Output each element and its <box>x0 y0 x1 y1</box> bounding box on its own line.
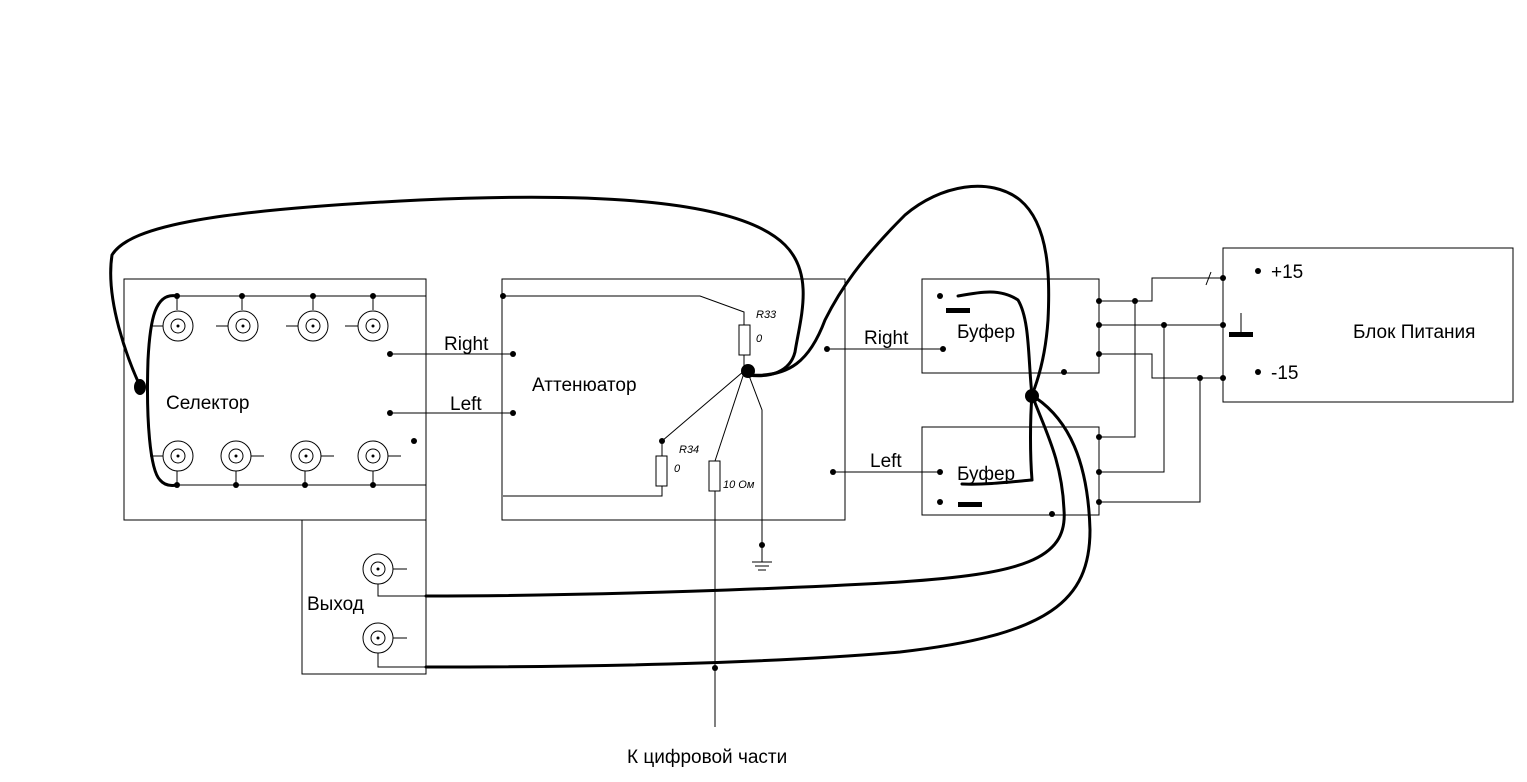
output-jack[interactable] <box>362 553 394 585</box>
power-supply-label: Блок Питания <box>1353 322 1475 343</box>
buffer-bottom-ground-bar <box>958 502 982 507</box>
r33-name: R33 <box>756 309 777 321</box>
output-jack[interactable] <box>362 622 394 654</box>
selector-block <box>123 278 427 521</box>
left-buffer-label: Left <box>870 451 902 472</box>
left-signal-label: Left <box>450 394 482 415</box>
selector-dots <box>174 293 417 488</box>
r33-value: 0 <box>756 333 763 345</box>
selector-label: Селектор <box>166 393 249 414</box>
right-buffer-label: Right <box>864 328 909 349</box>
selector-jack[interactable] <box>290 440 322 472</box>
power-minus-label: -15 <box>1271 363 1298 384</box>
buffer-top-ground-bar <box>946 308 970 313</box>
selector-jack[interactable] <box>227 310 259 342</box>
resistor-r33 <box>738 324 751 356</box>
r34-value: 0 <box>674 463 681 475</box>
selector-jack[interactable] <box>162 310 194 342</box>
shielded-cables <box>109 184 1092 669</box>
power-ground-bar <box>1229 332 1253 337</box>
resistor-r34 <box>655 455 668 487</box>
resistor-10-ohm <box>708 460 721 492</box>
r-ground-value: 10 Ом <box>723 479 755 491</box>
buffer-bottom-label: Буфер <box>957 464 1015 485</box>
power-wiring <box>1099 271 1223 503</box>
cable-junctions <box>134 364 1039 403</box>
attenuator-label: Аттенюатор <box>532 375 637 396</box>
output-label: Выход <box>307 594 364 615</box>
selector-jack[interactable] <box>297 310 329 342</box>
r34-name: R34 <box>679 444 699 456</box>
selector-jack[interactable] <box>357 440 389 472</box>
digital-part-label: К цифровой части <box>627 747 787 768</box>
selector-jack[interactable] <box>357 310 389 342</box>
right-signal-label: Right <box>444 334 489 355</box>
power-plus-label: +15 <box>1271 262 1303 283</box>
attenuator-block <box>501 278 846 521</box>
power-dots <box>1096 275 1226 505</box>
selector-jack[interactable] <box>162 440 194 472</box>
buffer-top-label: Буфер <box>957 322 1015 343</box>
selector-jack[interactable] <box>220 440 252 472</box>
